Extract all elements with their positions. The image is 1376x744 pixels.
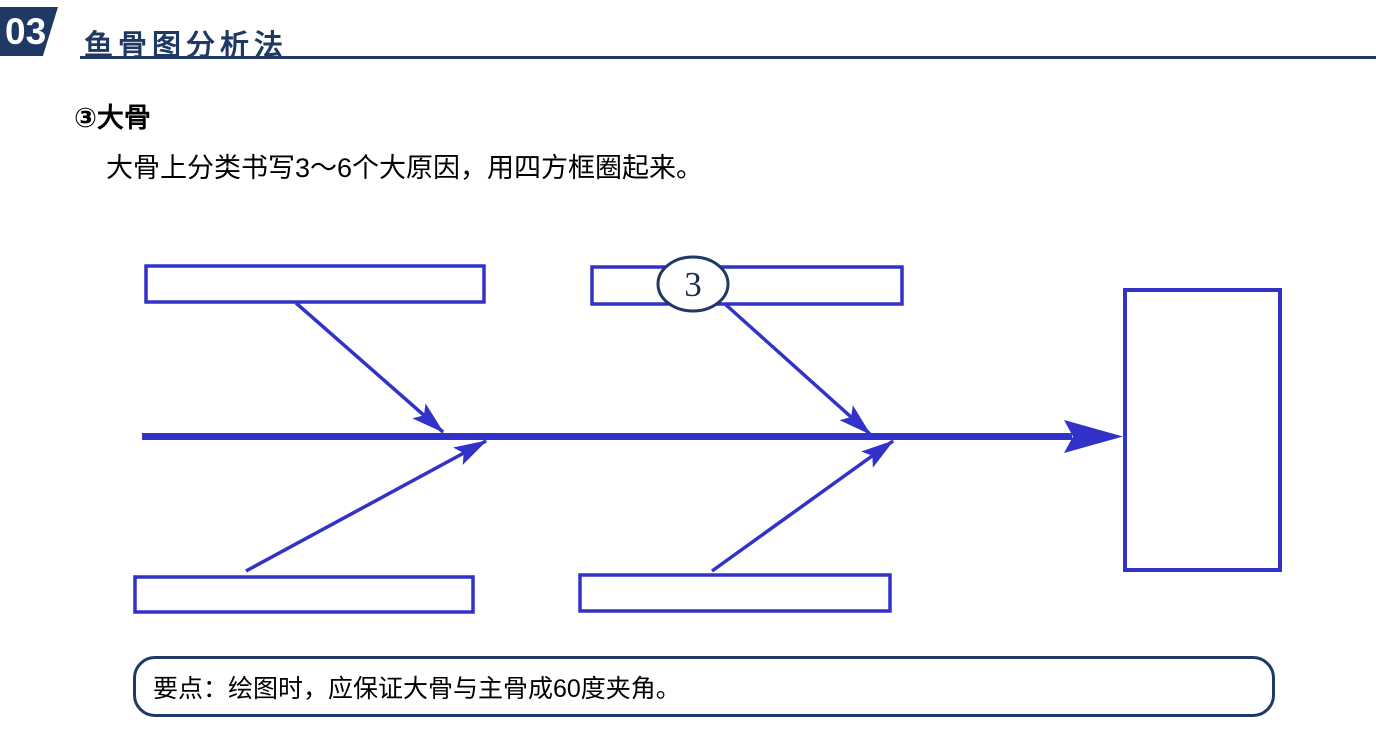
step-circle xyxy=(656,255,730,313)
bone-arrow-bottom-left xyxy=(245,439,488,573)
effect-box xyxy=(1123,288,1282,572)
bone-arrow-bottom-middle xyxy=(710,439,895,573)
body-text: 大骨上分类书写3～6个大原因，用四方框圈起来。 xyxy=(106,153,704,183)
note-text: 要点：绘图时，应保证大骨与主骨成60度夹角。 xyxy=(153,674,681,703)
section-number-badge: 03 xyxy=(0,7,58,56)
cause-box-bottom-middle xyxy=(578,573,892,613)
bone-arrow-top-left xyxy=(294,301,445,434)
cause-box-top-left xyxy=(144,264,486,304)
note-box: 要点：绘图时，应保证大骨与主骨成60度夹角。 xyxy=(133,656,1275,717)
bone-arrow-top-middle xyxy=(723,302,872,436)
cause-box-bottom-left xyxy=(133,575,475,614)
spine-arrowhead-icon xyxy=(1064,420,1123,453)
subsection-heading: ③大骨 xyxy=(74,103,151,133)
cause-box-top-middle xyxy=(590,265,904,306)
step-circle-label: 3 xyxy=(684,265,702,304)
title-underline xyxy=(80,56,1376,59)
section-number: 03 xyxy=(5,11,47,52)
